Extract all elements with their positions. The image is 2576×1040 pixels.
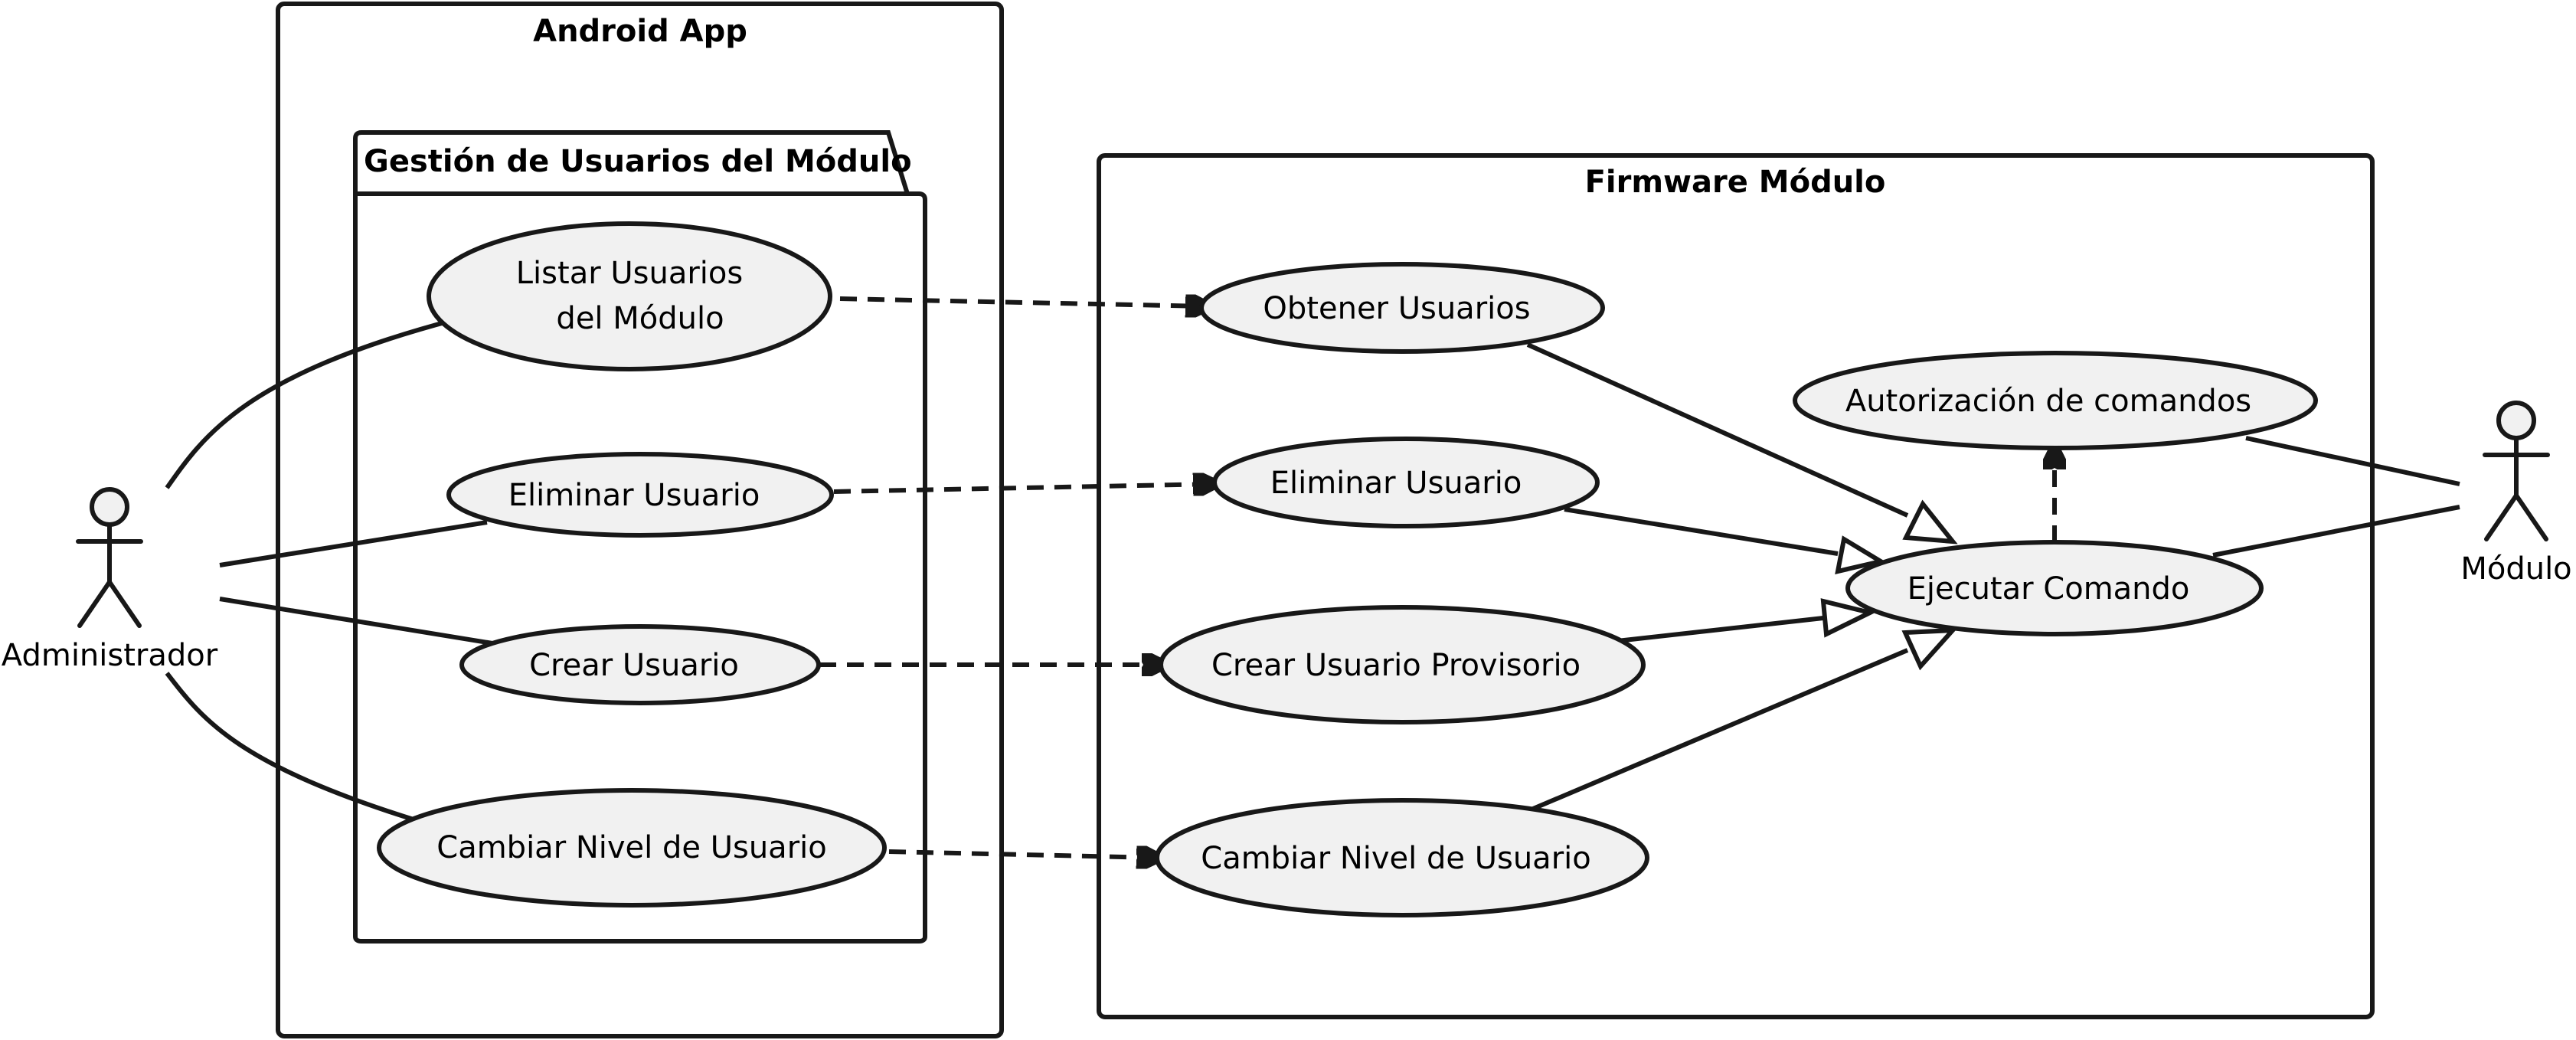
generalization-cambiar-arrowhead [1901, 627, 1959, 671]
eliminar-usuario-app-label: Eliminar Usuario [508, 478, 760, 513]
administrador-label: Administrador [2, 638, 218, 673]
use-case-crear-usuario-app: Crear Usuario [459, 624, 821, 705]
use-case-eliminar-usuario-fw: Eliminar Usuario [1212, 437, 1600, 528]
use-case-ejecutar-comando: Ejecutar Comando [1845, 540, 2264, 636]
android-app-title: Android App [533, 14, 747, 49]
firmware-title: Firmware Módulo [1585, 165, 1886, 200]
use-case-eliminar-usuario-app: Eliminar Usuario [446, 452, 834, 538]
dependency-eliminar-eliminar [833, 484, 1214, 492]
cambiar-nivel-app-label: Cambiar Nivel de Usuario [436, 830, 826, 865]
android-app-frame: Android App [276, 2, 1004, 1038]
association-autorizacion-modulo [2245, 436, 2460, 486]
crear-usuario-app-label: Crear Usuario [529, 648, 739, 683]
use-case-autorizacion-comandos: Autorización de comandos [1793, 351, 2318, 450]
obtener-usuarios-label: Obtener Usuarios [1263, 291, 1530, 326]
generalization-cambiar-line [1526, 648, 1909, 813]
ejecutar-comando-label: Ejecutar Comando [1907, 571, 2190, 607]
modulo-actor: Módulo [2460, 401, 2572, 587]
association-admin-listar [165, 318, 454, 489]
use-case-cambiar-nivel-fw: Cambiar Nivel de Usuario [1155, 798, 1649, 917]
association-admin-cambiar [165, 672, 427, 826]
generalization-obtener-line [1526, 342, 1909, 518]
modulo-actor-head [2496, 401, 2536, 440]
generalization-provisorio-arrowhead [1820, 598, 1877, 638]
use-case-listar-usuarios: Listar Usuarios del Módulo [427, 221, 832, 371]
use-case-crear-usuario-provisorio: Crear Usuario Provisorio [1159, 605, 1646, 724]
firmware-modulo-frame: Firmware Módulo [1097, 153, 2375, 1019]
generalization-eliminar-arrowhead [1835, 535, 1887, 574]
generalization-provisorio-line [1617, 615, 1831, 643]
generalization-eliminar-line [1564, 507, 1839, 556]
modulo-label: Módulo [2460, 551, 2571, 587]
association-admin-crear [219, 597, 493, 646]
eliminar-usuario-fw-label: Eliminar Usuario [1270, 466, 1522, 501]
cambiar-nivel-fw-label: Cambiar Nivel de Usuario [1201, 841, 1590, 876]
dependency-listar-obtener [839, 299, 1206, 306]
gestion-package-title: Gestión de Usuarios del Módulo [364, 144, 912, 179]
crear-usuario-provisorio-label: Crear Usuario Provisorio [1211, 648, 1581, 683]
association-admin-eliminar [219, 520, 488, 567]
generalization-obtener-arrowhead [1902, 499, 1958, 545]
association-ejecutar-modulo [2212, 505, 2460, 558]
administrador-actor-head [90, 487, 129, 527]
gestion-usuarios-package: Gestión de Usuarios del Módulo [353, 130, 927, 944]
dependency-cambiar-cambiar [888, 852, 1157, 858]
listar-usuarios-label-line1: Listar Usuarios [516, 256, 743, 291]
use-case-obtener-usuarios: Obtener Usuarios [1199, 262, 1605, 354]
listar-usuarios-label-line2: del Módulo [556, 301, 724, 336]
use-case-cambiar-nivel-app: Cambiar Nivel de Usuario [377, 788, 887, 908]
administrador-actor: Administrador [2, 487, 218, 673]
autorizacion-comandos-label: Autorización de comandos [1845, 384, 2251, 419]
